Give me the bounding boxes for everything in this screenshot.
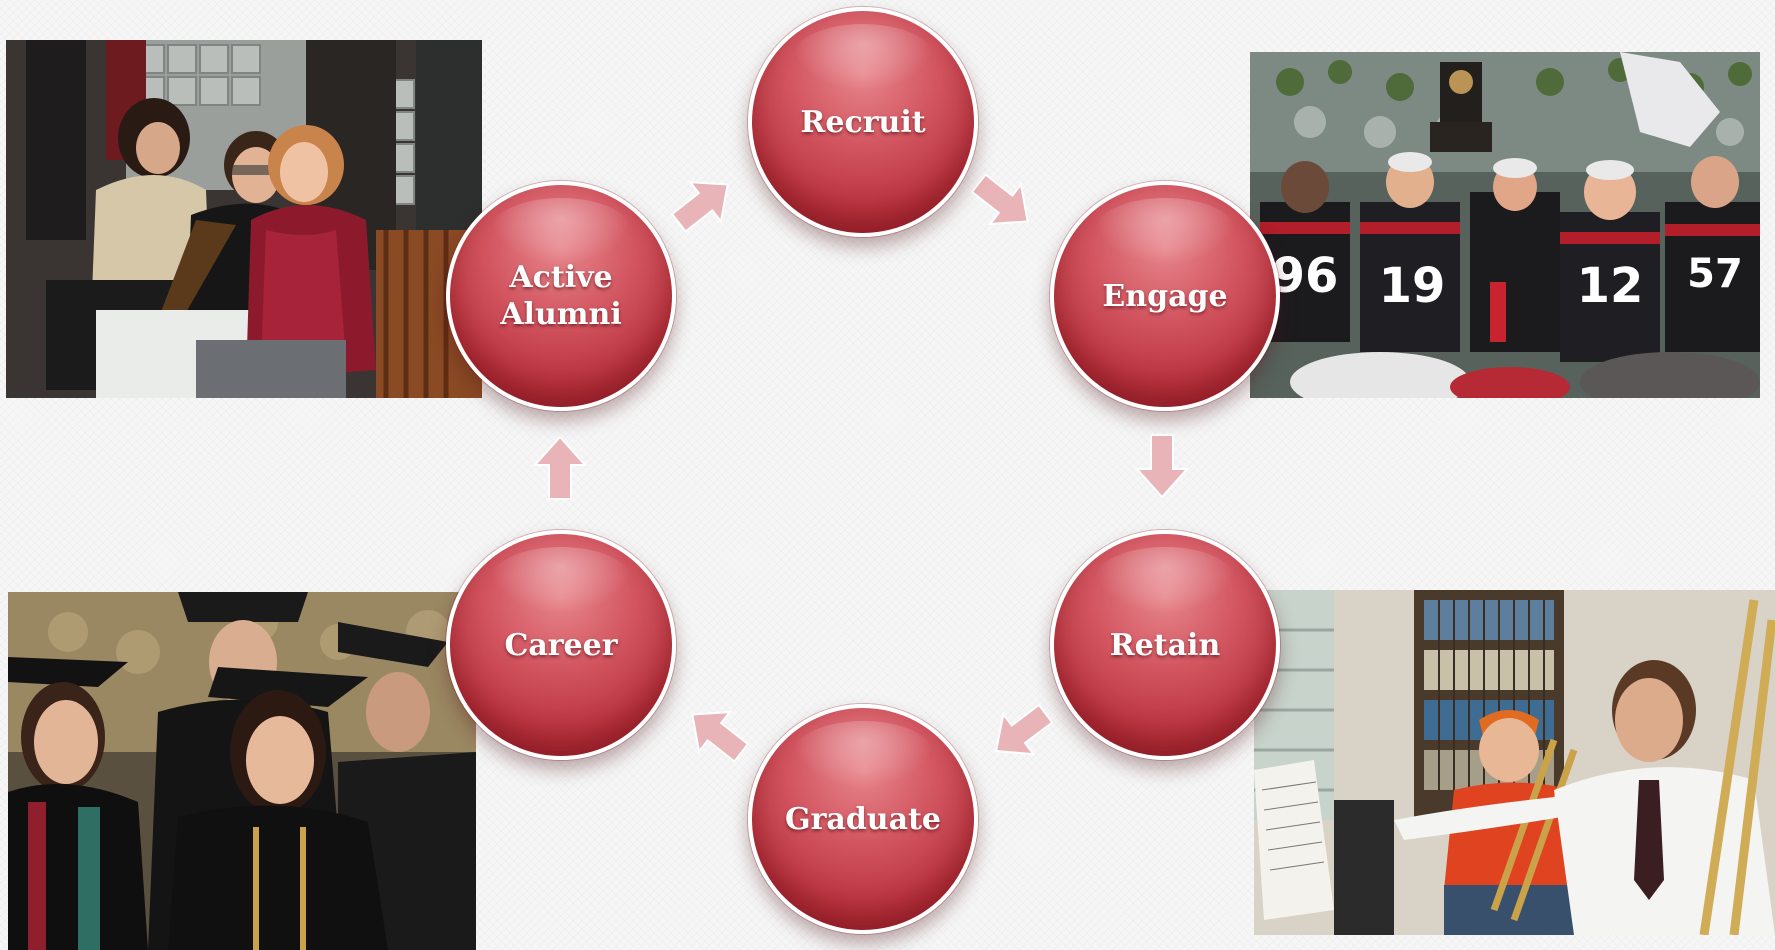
alumni-photo <box>6 40 482 398</box>
cycle-arrow <box>662 162 746 244</box>
stage-label: Active Alumni <box>500 260 622 332</box>
cycle-arrow <box>962 162 1046 244</box>
music-lesson-photo <box>1254 590 1775 935</box>
graduates-photo <box>8 592 476 950</box>
stage-label: Retain <box>1109 627 1221 663</box>
stage-label: Career <box>504 627 618 663</box>
stage-engage: Engage <box>1050 181 1280 411</box>
stage-label: Recruit <box>800 104 926 140</box>
cycle-arrow <box>674 692 758 774</box>
cycle-arrow <box>978 692 1062 774</box>
stage-recruit: Recruit <box>748 7 978 237</box>
stage-retain: Retain <box>1050 530 1280 760</box>
jersey-number: 96 <box>1272 248 1339 304</box>
jersey-number: 12 <box>1577 258 1644 314</box>
stage-label: Engage <box>1102 278 1228 314</box>
jersey-number: 19 <box>1379 258 1446 314</box>
football-photo: 96 19 12 57 <box>1250 52 1760 398</box>
cycle-arrow <box>1134 434 1190 499</box>
cycle-arrow <box>532 435 588 500</box>
stage-label: Graduate <box>784 801 942 837</box>
stage-graduate: Graduate <box>748 704 978 934</box>
jersey-number: 57 <box>1687 251 1743 297</box>
stage-active-alumni: Active Alumni <box>446 181 676 411</box>
stage-career: Career <box>446 530 676 760</box>
